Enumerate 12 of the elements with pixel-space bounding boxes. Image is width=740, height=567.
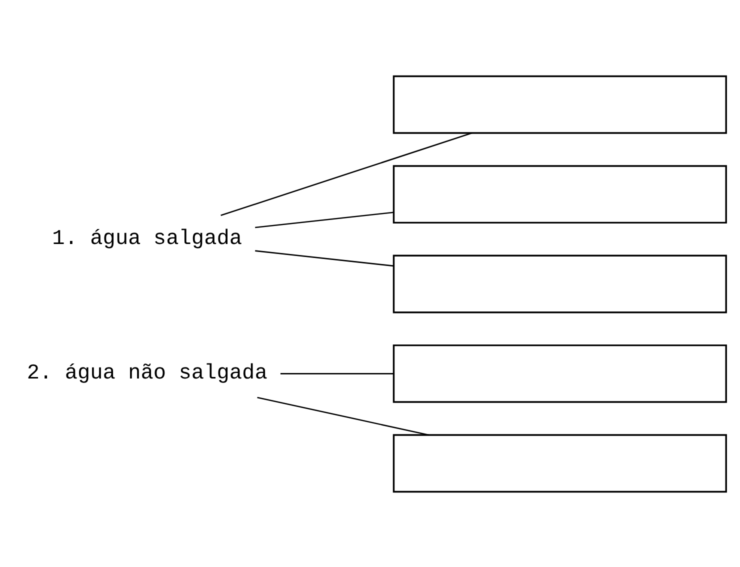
connector [257,396,429,436]
node-text: 2. água não salgada [26,361,268,386]
node-text: 1. água salgada [52,226,242,251]
node-box [392,74,727,134]
node-box [392,434,727,492]
connector [255,250,394,266]
node-box [392,164,727,224]
connector [280,372,394,374]
node-box [392,344,727,402]
node-box [392,254,727,313]
connector [220,132,472,216]
connector [255,211,394,228]
